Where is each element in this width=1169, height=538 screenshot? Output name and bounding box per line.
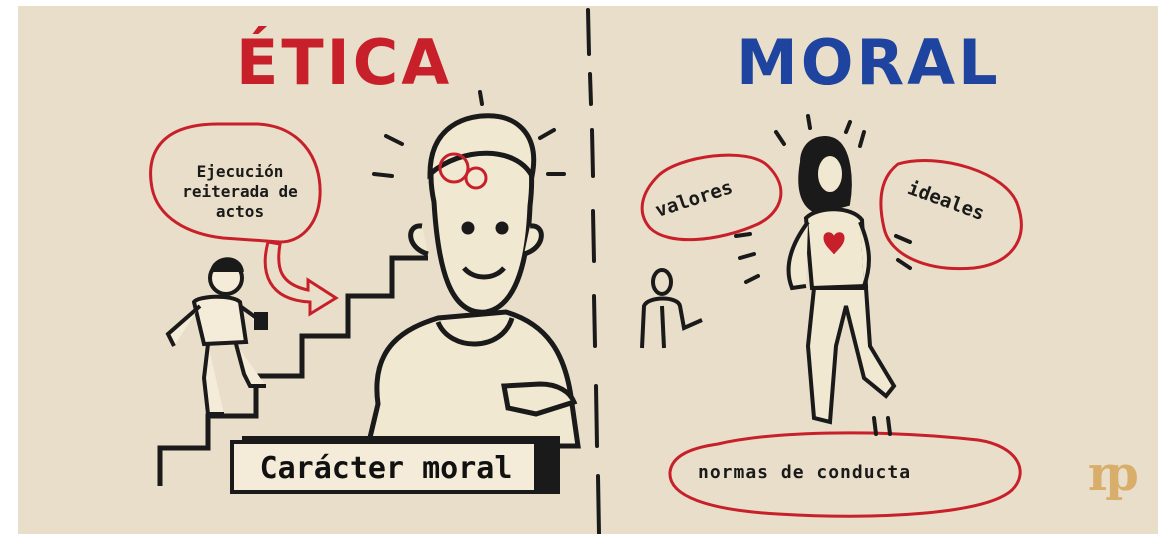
- arrow-icon: [263, 240, 339, 317]
- moral-title: MORAL: [736, 26, 1001, 99]
- speech-bubble-ideales: [879, 159, 1023, 271]
- staircase: [157, 255, 428, 486]
- speech-bubble-valores: [640, 153, 783, 242]
- illustration-artwork: [149, 8, 1023, 534]
- normas-text: normas de conducta: [698, 462, 912, 483]
- character-sign-text: Carácter moral: [259, 451, 513, 486]
- divider-line: [586, 8, 601, 534]
- woman-figure: [786, 136, 897, 425]
- illustration-panel: ÉTICA MORAL Ejecución reiterada de actos…: [18, 6, 1158, 534]
- silhouette-figure: [640, 268, 703, 349]
- speech-bubble-left-text: Ejecución reiterada de actos: [182, 162, 298, 221]
- speech-bubble-normas: [668, 431, 1022, 518]
- speech-bubble-left: [149, 122, 322, 244]
- thinking-man: [364, 113, 581, 449]
- ethics-title: ÉTICA: [236, 26, 453, 99]
- character-sign: [230, 436, 560, 494]
- brand-logo: rp: [1088, 446, 1139, 502]
- attention-lines: [734, 114, 912, 436]
- thinking-lines: [372, 90, 566, 178]
- climbing-person: [165, 257, 268, 416]
